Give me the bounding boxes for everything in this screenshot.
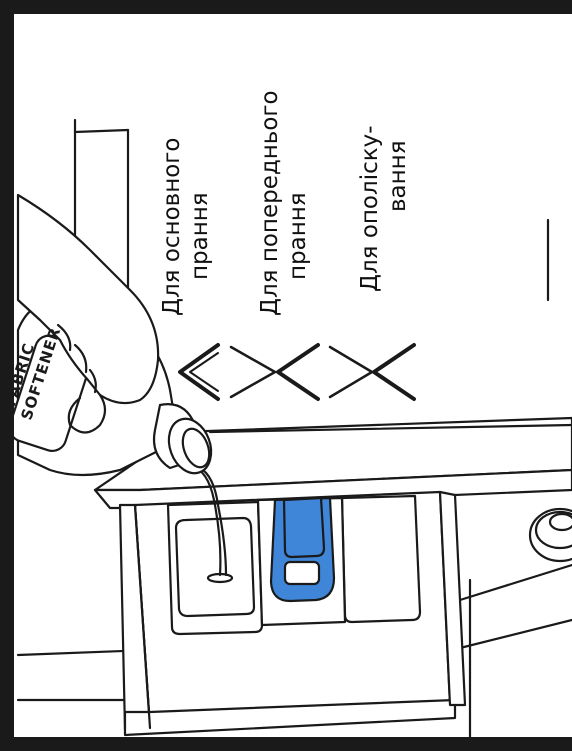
label-main-wash-line2: прання	[187, 192, 213, 280]
label-main-wash-line1: Для основного	[159, 137, 185, 316]
arrow-prewash	[229, 343, 320, 401]
hand	[16, 193, 160, 434]
arrow-main-wash	[178, 343, 220, 401]
label-prewash-line1: Для попереднього	[257, 90, 283, 316]
label-prewash-line2: прання	[285, 192, 311, 280]
label-rinse-line1: Для ополіску-	[357, 125, 383, 292]
arrow-rinse	[328, 343, 416, 401]
knob	[528, 507, 572, 563]
label-rinse: Для ополіску- вання	[356, 125, 412, 292]
label-prewash: Для попереднього прання	[256, 90, 312, 316]
label-main-wash: Для основного прання	[158, 138, 214, 316]
softener-cup	[269, 496, 336, 603]
label-rinse-line2: вання	[385, 140, 411, 212]
